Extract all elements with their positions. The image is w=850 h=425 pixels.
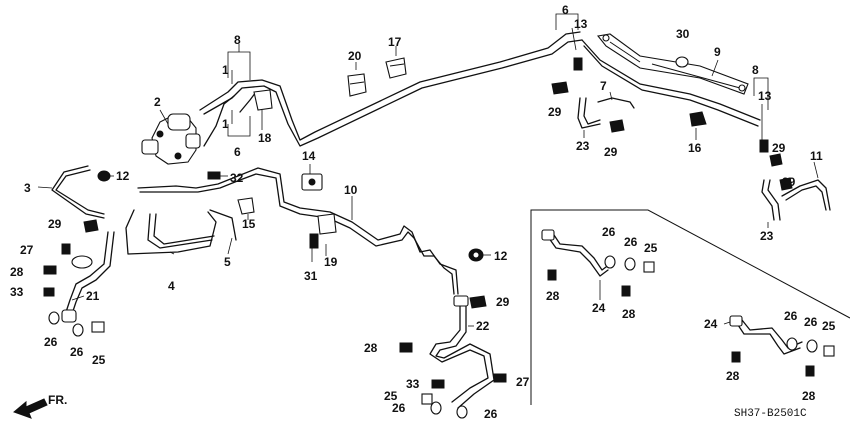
callout-26: 26	[624, 235, 638, 249]
callout-14: 14	[302, 149, 316, 163]
callout-25: 25	[822, 319, 836, 333]
callout-32: 32	[230, 171, 244, 185]
callout-33: 33	[406, 377, 420, 391]
brake-line-10	[137, 167, 459, 295]
brake-line-11	[781, 179, 831, 211]
brake-line-7	[597, 97, 635, 109]
callout-9: 9	[714, 45, 721, 59]
brake-line-3b	[55, 169, 105, 215]
callout-25: 25	[384, 389, 398, 403]
callout-7: 7	[600, 79, 607, 93]
callout-13: 13	[574, 17, 588, 31]
leader-lines	[37, 13, 819, 327]
callout-27: 27	[20, 243, 34, 257]
callout-26: 26	[44, 335, 58, 349]
callout-26: 26	[602, 225, 616, 239]
callout-25: 25	[92, 353, 106, 367]
small-parts	[43, 56, 835, 419]
rear-hose-23b	[761, 179, 781, 221]
callout-28: 28	[726, 369, 740, 383]
brake-line-4-5	[125, 209, 237, 255]
callout-24: 24	[704, 317, 718, 331]
callout-22: 22	[476, 319, 490, 333]
callout-26: 26	[784, 309, 798, 323]
callout-1: 1	[222, 63, 229, 77]
callout-1: 1	[222, 117, 229, 131]
callout-29: 29	[782, 175, 796, 189]
inset-border	[530, 209, 850, 405]
callout-29: 29	[548, 105, 562, 119]
callout-18: 18	[258, 131, 272, 145]
upper-brake-lines	[199, 31, 761, 147]
callout-8: 8	[234, 33, 241, 47]
front-direction-arrow: FR.	[13, 393, 67, 419]
callout-28: 28	[364, 341, 378, 355]
callout-23: 23	[760, 229, 774, 243]
callout-21: 21	[86, 289, 100, 303]
callout-12: 12	[494, 249, 508, 263]
callout-29: 29	[772, 141, 786, 155]
callout-2: 2	[154, 95, 161, 109]
callout-30: 30	[676, 27, 690, 41]
callout-29: 29	[496, 295, 510, 309]
front-direction-label: FR.	[48, 393, 67, 407]
callout-29: 29	[48, 217, 62, 231]
front-left-hose	[61, 231, 115, 323]
rear-hose-22	[429, 295, 495, 409]
callout-26: 26	[392, 401, 406, 415]
callout-31: 31	[304, 269, 318, 283]
callout-12: 12	[116, 169, 130, 183]
callout-26: 26	[804, 315, 818, 329]
callout-17: 17	[388, 35, 402, 49]
callout-8: 8	[752, 63, 759, 77]
callout-28: 28	[802, 389, 816, 403]
brake-line-clip-rail	[596, 33, 749, 95]
inset-hose-24a	[541, 229, 611, 277]
callout-33: 33	[10, 285, 24, 299]
callout-23: 23	[576, 139, 590, 153]
callout-16: 16	[688, 141, 702, 155]
callout-28: 28	[10, 265, 24, 279]
callout-6: 6	[234, 145, 241, 159]
callout-28: 28	[622, 307, 636, 321]
callout-6: 6	[562, 3, 569, 17]
diagram-code: SH37-B2501C	[734, 408, 807, 420]
callout-15: 15	[242, 217, 256, 231]
callout-28: 28	[546, 289, 560, 303]
brake-line-10b	[139, 173, 455, 295]
callout-11: 11	[810, 149, 823, 163]
brake-line-3	[51, 165, 105, 219]
callout-27: 27	[516, 375, 530, 389]
callout-numbers: 8 1 1 6 2 3 4 5 6 13 7 8 13 9 10 11 12 1…	[10, 3, 836, 421]
callout-26: 26	[484, 407, 498, 421]
callout-20: 20	[348, 49, 362, 63]
callout-25: 25	[644, 241, 658, 255]
callout-5: 5	[224, 255, 231, 269]
brake-line-11b	[785, 185, 827, 211]
callout-10: 10	[344, 183, 358, 197]
callout-29: 29	[604, 145, 618, 159]
callout-13: 13	[758, 89, 772, 103]
callout-26: 26	[70, 345, 84, 359]
rear-hose-23a	[577, 97, 601, 129]
callout-24: 24	[592, 301, 606, 315]
callout-19: 19	[324, 255, 338, 269]
callout-4: 4	[168, 279, 175, 293]
proportioning-valve	[141, 113, 201, 165]
callout-3: 3	[24, 181, 31, 195]
